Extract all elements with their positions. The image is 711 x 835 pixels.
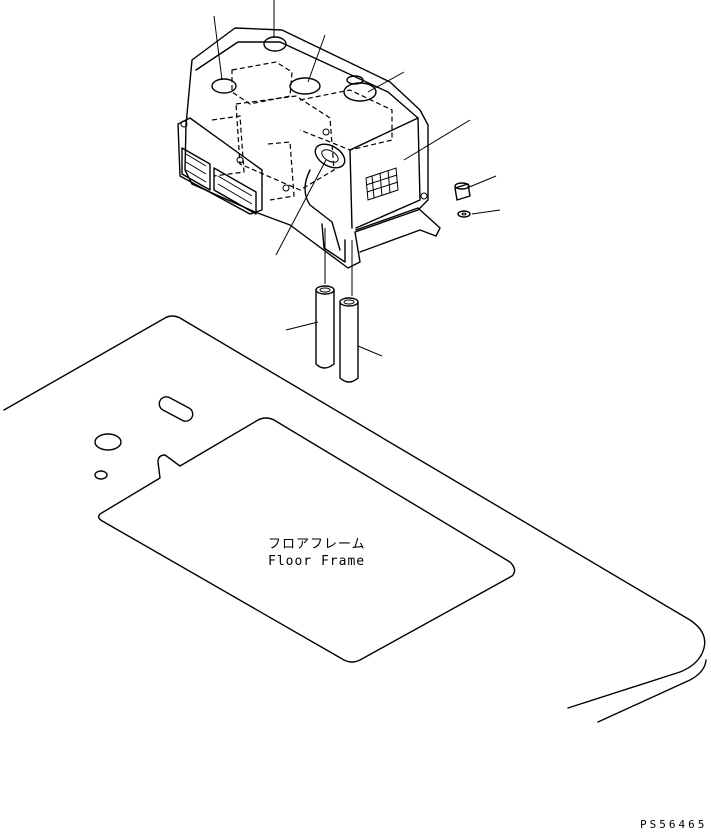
floor-frame-hole-small [94, 470, 108, 480]
mesh-vent [365, 167, 399, 201]
top-hole-3 [289, 77, 321, 95]
floor-frame-hole-large [94, 433, 122, 451]
spacer-pipe-right [339, 297, 359, 383]
spacer-pipes [315, 228, 359, 383]
bolt [454, 182, 471, 201]
floor-frame-edge [597, 659, 707, 723]
controller-box [177, 27, 441, 269]
top-hole-1 [211, 78, 237, 94]
connector-block [177, 117, 263, 215]
floor-frame-label-en: Floor Frame [268, 554, 365, 569]
floor-frame-slot [158, 396, 194, 422]
leader-lines [213, 0, 501, 357]
clamp-ring [314, 143, 346, 169]
floor-frame-label-jp: フロアフレーム [268, 537, 366, 552]
spacer-pipe-left [315, 285, 335, 369]
floor-frame-outline [3, 315, 706, 709]
washer [457, 210, 471, 218]
drawing-code: PS56465 [640, 818, 707, 831]
top-hole-2 [263, 36, 287, 52]
floor-frame [3, 315, 707, 723]
top-hole-4 [343, 82, 377, 102]
floor-frame-cutout [97, 417, 516, 663]
